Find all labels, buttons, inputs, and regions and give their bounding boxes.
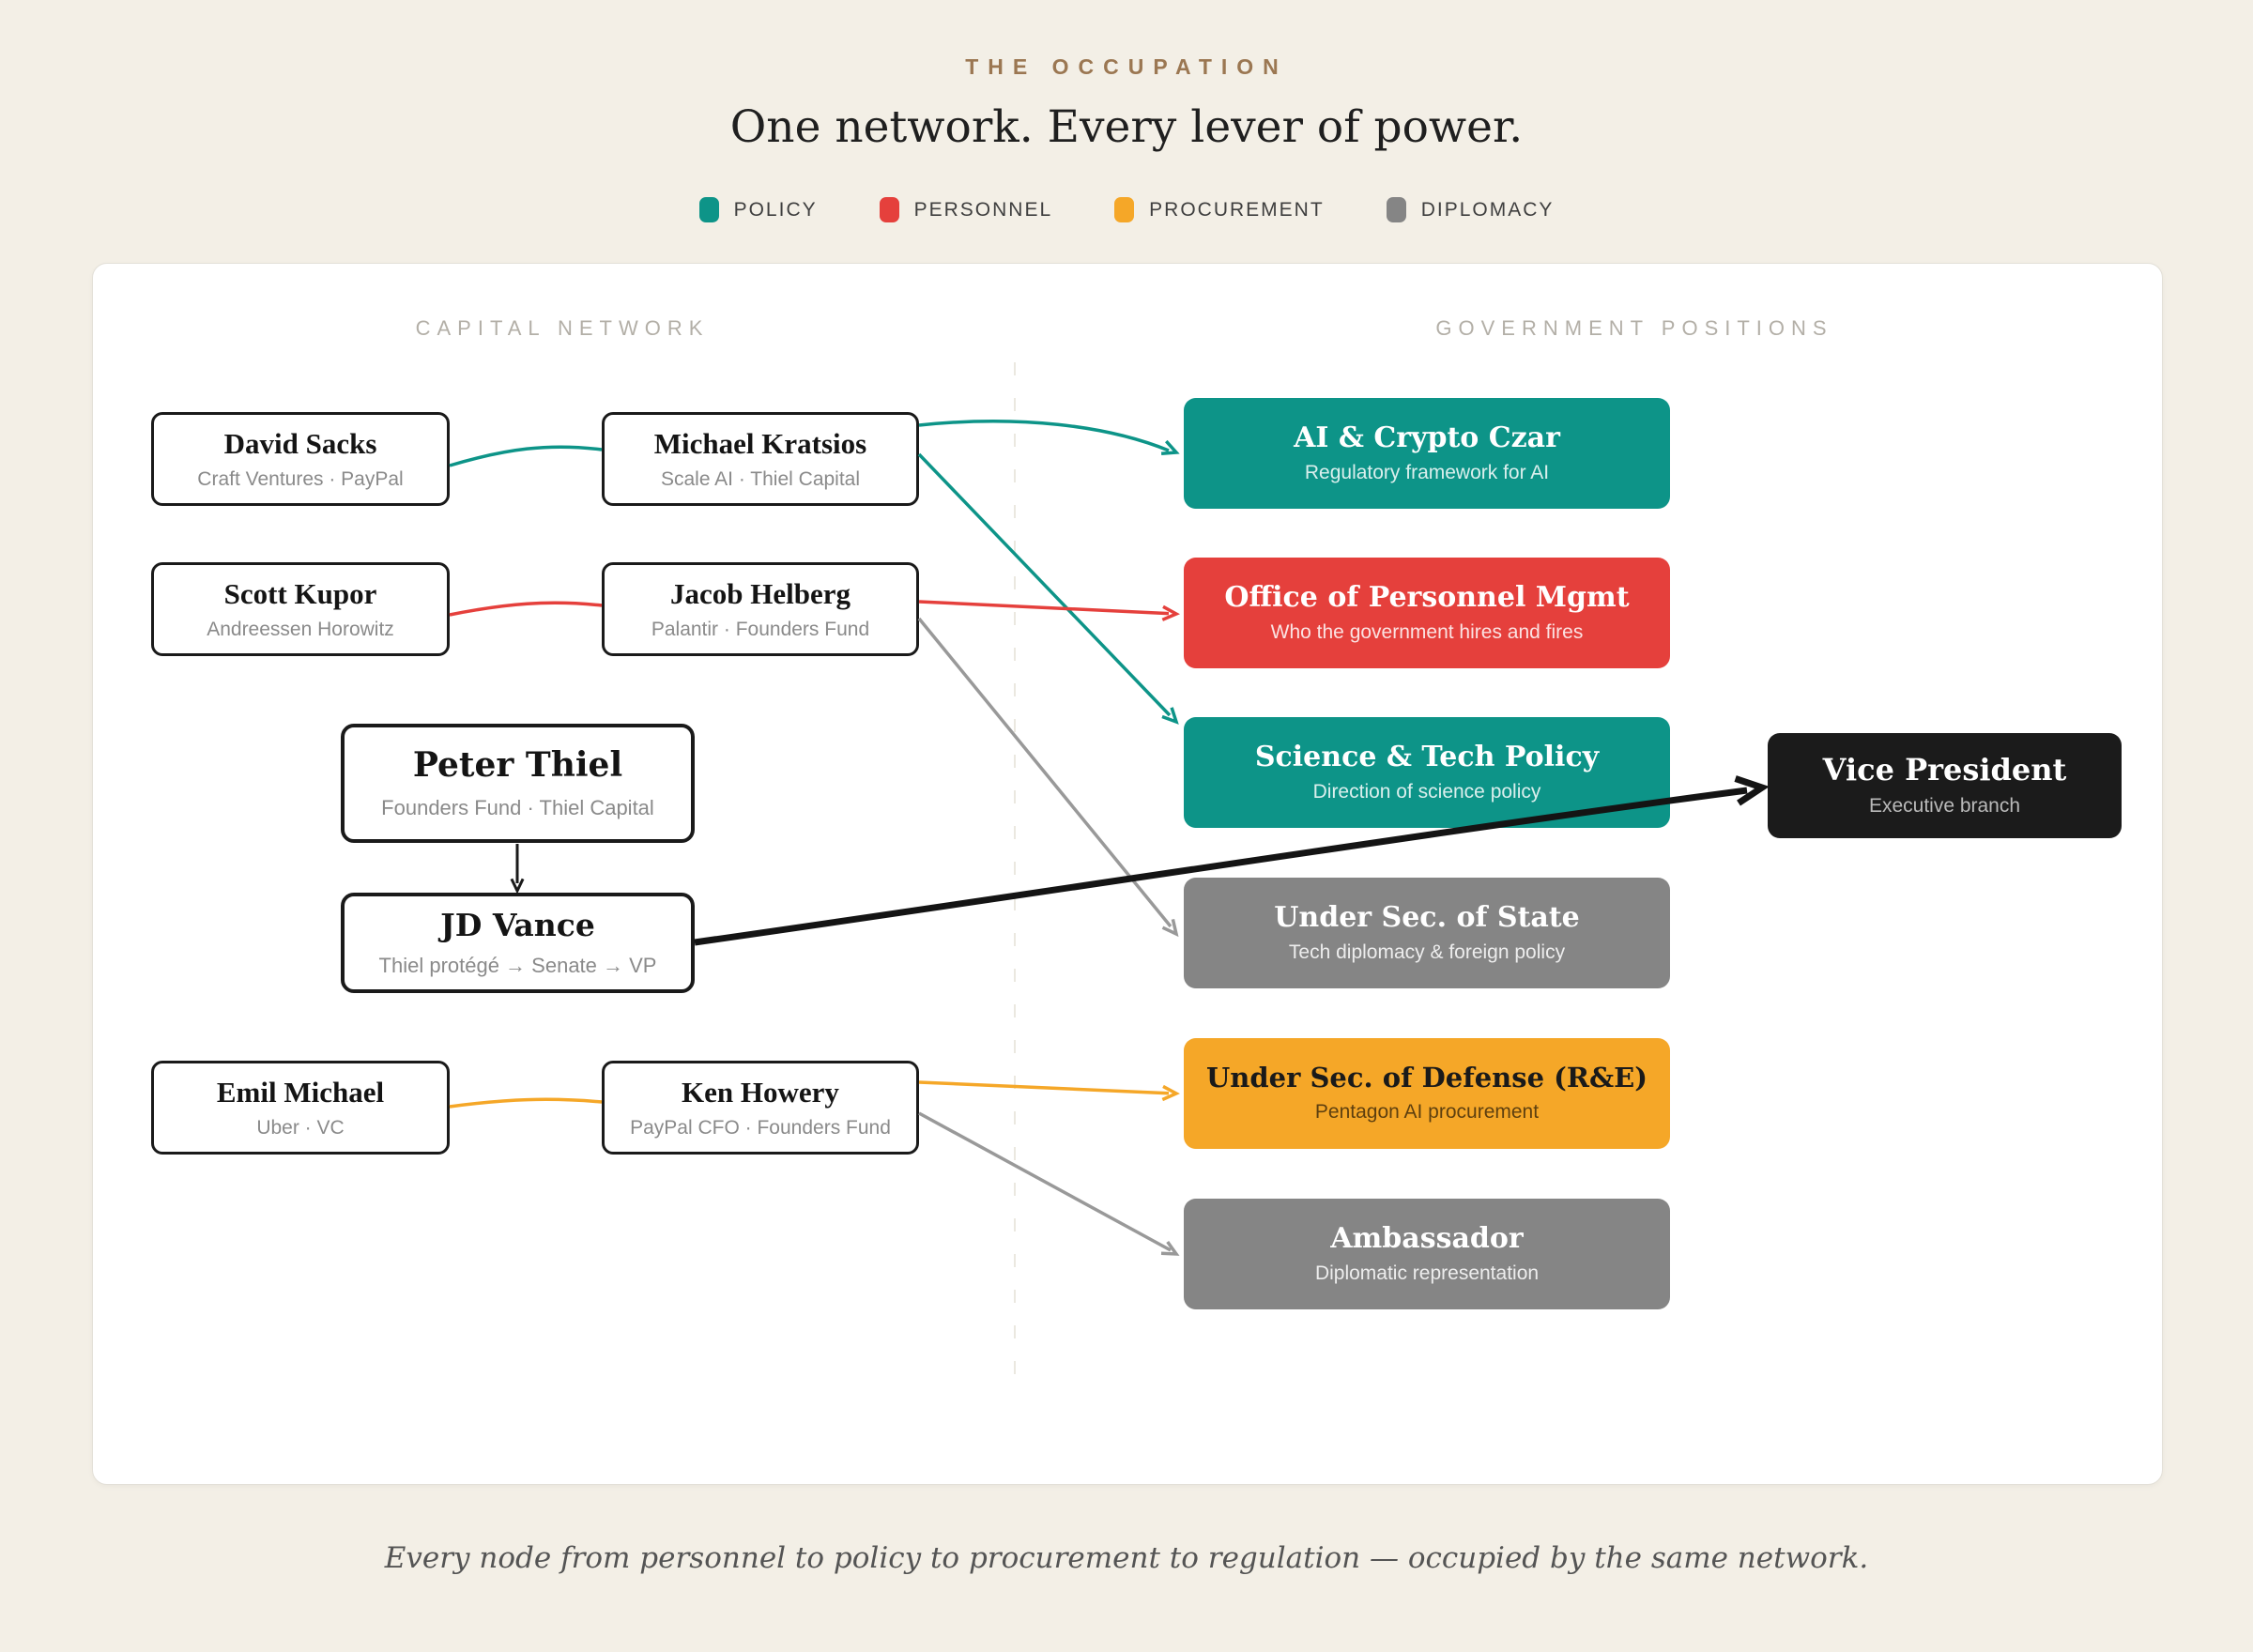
legend-item-policy: POLICY <box>698 197 818 222</box>
person-name: David Sacks <box>223 426 377 460</box>
edge-helberg-opm <box>918 600 1170 616</box>
person-name: Emil Michael <box>216 1075 385 1109</box>
position-title: Ambassador <box>1330 1222 1524 1255</box>
edge-sacks-kratsios <box>449 445 603 467</box>
edge-helberg-state <box>917 617 1172 928</box>
position-detail: Tech diplomacy & foreign policy <box>1288 941 1566 963</box>
page-kicker: THE OCCUPATION <box>965 54 1288 79</box>
person-detail: Palantir · Founders Fund <box>651 619 870 641</box>
person-detail: Uber · VC <box>256 1117 345 1140</box>
node-ambassador: Ambassador Diplomatic representation <box>1184 1199 1670 1309</box>
position-title: Vice President <box>1822 751 2067 788</box>
diplomacy-swatch-icon <box>1386 197 1406 222</box>
position-title: Under Sec. of State <box>1274 901 1580 934</box>
column-header-government-positions: GOVERNMENT POSITIONS <box>1435 316 1833 340</box>
node-peter-thiel: Peter Thiel Founders Fund · Thiel Capita… <box>341 724 695 843</box>
person-name: JD Vance <box>440 906 595 943</box>
arrowhead-icon <box>1160 1240 1180 1256</box>
edge-kupor-helberg <box>449 601 603 617</box>
person-name: Michael Kratsios <box>653 426 867 460</box>
arrowhead-icon <box>1161 1084 1180 1102</box>
arrowhead-icon <box>510 878 525 895</box>
arrowhead-icon <box>1734 775 1770 806</box>
node-ai-crypto-czar: AI & Crypto Czar Regulatory framework fo… <box>1184 398 1670 509</box>
legend: POLICY PERSONNEL PROCUREMENT DIPLOMACY <box>0 197 2253 222</box>
node-vice-president: Vice President Executive branch <box>1768 733 2122 838</box>
node-jacob-helberg: Jacob Helberg Palantir · Founders Fund <box>602 562 919 656</box>
person-detail: Thiel protégé → Senate → VP <box>378 954 657 978</box>
edge-emil-howery <box>449 1097 603 1109</box>
node-david-sacks: David Sacks Craft Ventures · PayPal <box>151 412 450 506</box>
person-name: Jacob Helberg <box>670 576 851 610</box>
edge-kratsios-science <box>917 452 1172 717</box>
node-under-sec-state: Under Sec. of State Tech diplomacy & for… <box>1184 878 1670 988</box>
node-office-personnel-mgmt: Office of Personnel Mgmt Who the governm… <box>1184 558 1670 668</box>
legend-item-procurement: PROCUREMENT <box>1114 197 1325 222</box>
position-title: Science & Tech Policy <box>1254 741 1600 773</box>
legend-label: POLICY <box>733 198 818 221</box>
legend-label: PROCUREMENT <box>1149 198 1325 221</box>
legend-label: PERSONNEL <box>913 198 1053 221</box>
position-detail: Diplomatic representation <box>1314 1262 1540 1284</box>
person-detail: PayPal CFO · Founders Fund <box>630 1117 891 1140</box>
position-detail: Direction of science policy <box>1312 781 1541 803</box>
diagram-card: CAPITAL NETWORK GOVERNMENT POSITIONS Dav… <box>92 263 2163 1485</box>
position-detail: Regulatory framework for AI <box>1304 462 1550 483</box>
position-detail: Executive branch <box>1868 795 2021 818</box>
edge-kratsios-ai-czar <box>918 420 1170 452</box>
legend-item-personnel: PERSONNEL <box>879 197 1053 222</box>
legend-item-diplomacy: DIPLOMACY <box>1386 197 1555 222</box>
node-ken-howery: Ken Howery PayPal CFO · Founders Fund <box>602 1061 919 1155</box>
column-header-capital-network: CAPITAL NETWORK <box>415 316 710 340</box>
node-jd-vance: JD Vance Thiel protégé → Senate → VP <box>341 893 695 993</box>
person-detail: Andreessen Horowitz <box>207 619 394 641</box>
page-title: One network. Every lever of power. <box>729 101 1524 153</box>
arrowhead-icon <box>1161 604 1180 621</box>
person-detail: Founders Fund · Thiel Capital <box>381 796 654 820</box>
node-scott-kupor: Scott Kupor Andreessen Horowitz <box>151 562 450 656</box>
person-name: Scott Kupor <box>223 576 377 610</box>
node-michael-kratsios: Michael Kratsios Scale AI · Thiel Capita… <box>602 412 919 506</box>
position-detail: Who the government hires and fires <box>1270 621 1584 643</box>
node-under-sec-defense: Under Sec. of Defense (R&E) Pentagon AI … <box>1184 1038 1670 1149</box>
node-emil-michael: Emil Michael Uber · VC <box>151 1061 450 1155</box>
node-science-tech-policy: Science & Tech Policy Direction of scien… <box>1184 717 1670 828</box>
edge-howery-ambassador <box>918 1111 1172 1252</box>
policy-swatch-icon <box>698 197 719 222</box>
position-title: Under Sec. of Defense (R&E) <box>1206 1061 1648 1094</box>
person-name: Peter Thiel <box>412 744 623 785</box>
procurement-swatch-icon <box>1114 197 1135 222</box>
person-detail: Craft Ventures · PayPal <box>197 468 404 491</box>
personnel-swatch-icon <box>879 197 899 222</box>
position-detail: Pentagon AI procurement <box>1314 1101 1540 1124</box>
edge-howery-defense <box>918 1080 1170 1095</box>
position-title: AI & Crypto Czar <box>1294 421 1560 454</box>
person-detail: Scale AI · Thiel Capital <box>660 468 861 491</box>
arrowhead-icon <box>1161 919 1179 938</box>
person-name: Ken Howery <box>682 1075 839 1109</box>
position-title: Office of Personnel Mgmt <box>1224 581 1630 614</box>
arrowhead-icon <box>1161 707 1179 725</box>
arrowhead-icon <box>1160 439 1180 455</box>
footer-caption: Every node from personnel to policy to p… <box>384 1541 1869 1575</box>
legend-label: DIPLOMACY <box>1420 198 1555 221</box>
